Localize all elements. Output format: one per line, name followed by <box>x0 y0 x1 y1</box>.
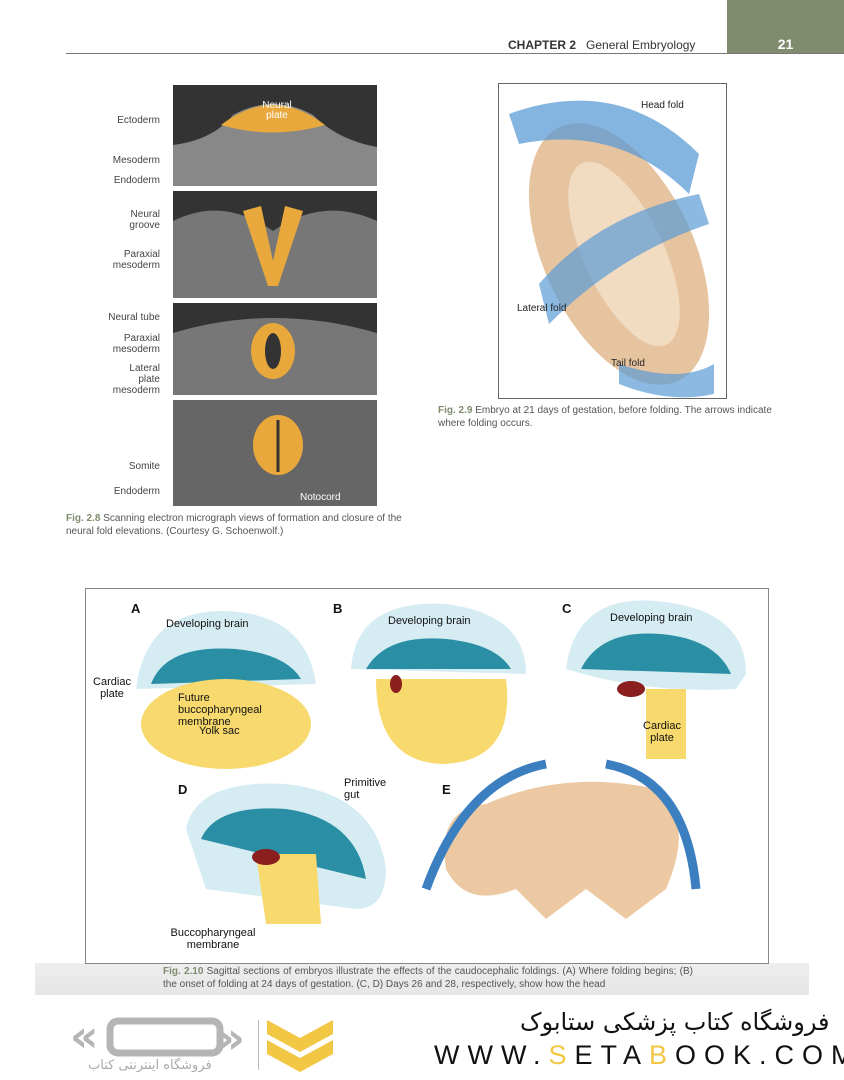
caption-text: Embryo at 21 days of gestation, before f… <box>438 405 772 429</box>
url-part: B <box>649 1040 676 1070</box>
panel-label-b: B <box>333 601 343 616</box>
url-part: ETA <box>574 1040 649 1070</box>
sem-panel-1 <box>172 84 378 187</box>
label-head-fold: Head fold <box>641 100 684 111</box>
label-cardiac-plate-a: Cardiac plate <box>93 676 131 700</box>
sem-panel-2 <box>172 190 378 299</box>
fig-number: Fig. 2.9 <box>438 405 473 416</box>
logo-divider <box>258 1020 259 1070</box>
lateral-fold-arrow <box>539 194 709 324</box>
label-endoderm-2: Endoderm <box>113 486 160 497</box>
fig-2-8-caption: Fig. 2.8 Scanning electron micrograph vi… <box>66 512 416 538</box>
fig-2-10-caption: Fig. 2.10 Sagittal sections of embryos i… <box>163 965 693 991</box>
caption-text: Sagittal sections of embryos illustrate … <box>163 966 693 990</box>
label-mesoderm: Mesoderm <box>112 155 160 166</box>
running-header: CHAPTER 2 General Embryology <box>508 38 695 52</box>
label-yolk-sac: Yolk sac <box>199 725 240 737</box>
header-rule <box>66 53 844 54</box>
label-lateral-fold: Lateral fold <box>517 303 567 314</box>
url-part: S <box>548 1040 575 1070</box>
label-developing-brain-a: Developing brain <box>166 618 249 630</box>
sem-panel-4 <box>172 399 378 507</box>
store-url: WWW.SETABOOK.COM <box>434 1040 844 1071</box>
caption-band <box>35 963 809 995</box>
label-neural-groove: Neural groove <box>129 209 160 231</box>
page-number-tab <box>727 0 844 54</box>
head-fold-arrow <box>509 100 699 194</box>
neural-plate-label: Neural plate <box>262 100 292 121</box>
panel-e-drawing <box>421 759 701 919</box>
panel-a-drawing <box>136 610 316 769</box>
somite-image <box>173 400 377 506</box>
label-tail-fold: Tail fold <box>611 358 645 369</box>
label-endoderm: Endoderm <box>113 175 160 186</box>
panel-label-d: D <box>178 782 188 797</box>
neural-groove-image <box>173 206 377 298</box>
chapter-title: General Embryology <box>586 38 696 52</box>
store-name: فروشگاه کتاب پزشکی ستابوک <box>520 1008 830 1036</box>
sagittal-sections-illustration <box>136 600 746 924</box>
panel-b-drawing <box>351 603 526 764</box>
label-primitive-gut: Primitive gut <box>344 777 387 801</box>
label-ectoderm: Ectoderm <box>117 115 160 126</box>
page-number: 21 <box>777 36 794 52</box>
label-somite: Somite <box>128 461 160 472</box>
label-buccopharyngeal-membrane: Buccopharyngeal membrane <box>170 927 256 951</box>
tail-fold-arrow <box>619 364 714 398</box>
neural-tube-image <box>173 318 377 395</box>
panel-label-a: A <box>131 601 141 616</box>
fig-number: Fig. 2.10 <box>163 966 204 977</box>
fig-2-9-caption: Fig. 2.9 Embryo at 21 days of gestation,… <box>438 404 788 430</box>
notocord-label: Notocord <box>300 492 341 503</box>
label-developing-brain-b: Developing brain <box>388 615 471 627</box>
fig-number: Fig. 2.8 <box>66 513 101 524</box>
label-lateral-plate-mesoderm: Lateral plate mesoderm <box>112 363 160 396</box>
neural-plate-image <box>173 104 377 186</box>
svg-text:»: » <box>217 1013 245 1061</box>
label-developing-brain-c: Developing brain <box>610 612 693 624</box>
url-part: WWW. <box>434 1040 549 1070</box>
chapter-number: CHAPTER 2 <box>508 38 577 52</box>
logo-tagline: فروشگاه اینترنتی کتاب <box>88 1058 212 1073</box>
panel-c-drawing <box>566 600 746 759</box>
sem-panel-3 <box>172 302 378 396</box>
caption-text: Scanning electron micrograph views of fo… <box>66 513 402 537</box>
panel-d-drawing <box>186 783 386 924</box>
label-future-buccopharyngeal: Future buccopharyngeal membrane <box>178 692 262 728</box>
embryo-illustration <box>509 100 714 398</box>
setabook-logo: «» <box>70 1013 245 1061</box>
panel-label-c: C <box>562 601 572 616</box>
chevron-logo-icon <box>267 1020 333 1072</box>
fig-2-9-frame <box>498 83 727 399</box>
label-cardiac-plate-c: Cardiac plate <box>643 720 681 744</box>
panel-label-e: E <box>442 782 451 797</box>
label-paraxial-mesoderm-2: Paraxial mesoderm <box>112 333 160 355</box>
url-part: OOK.COM <box>675 1040 844 1070</box>
figure-2-10: A B C D E Developing brain Developing br… <box>85 588 769 964</box>
svg-text:«: « <box>70 1013 98 1061</box>
label-neural-tube: Neural tube <box>108 312 160 323</box>
label-paraxial-mesoderm: Paraxial mesoderm <box>112 249 160 271</box>
